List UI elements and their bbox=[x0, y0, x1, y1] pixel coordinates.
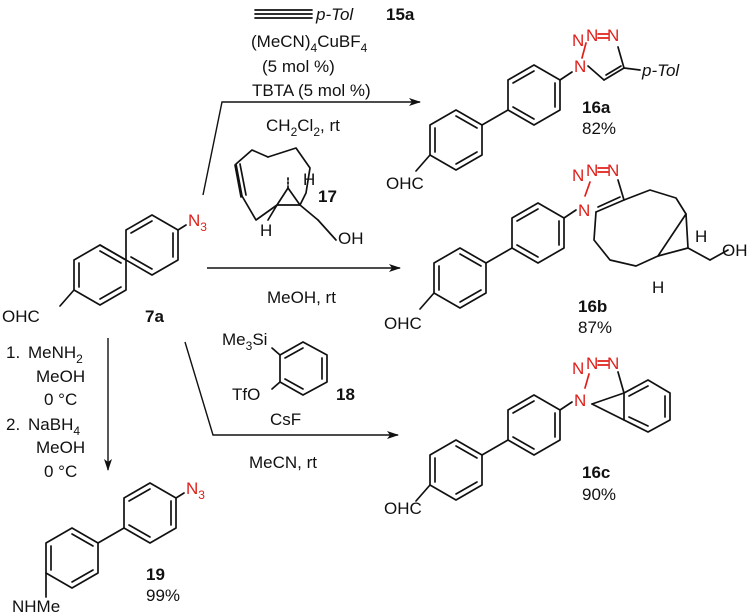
arrow-to-16c bbox=[184, 341, 399, 439]
azide-atom-19: N3 bbox=[186, 479, 205, 502]
azide-atom-7a: N3 bbox=[188, 211, 207, 234]
product-16c-structure bbox=[415, 360, 671, 502]
yield-16c: 90% bbox=[582, 485, 616, 504]
alkyne-substituent: p-Tol bbox=[315, 5, 354, 24]
triazole-n1-16a: N bbox=[574, 57, 586, 76]
triazole-n3a-16c: N bbox=[586, 354, 598, 373]
compound-label-18: 18 bbox=[336, 385, 355, 404]
yield-16b: 87% bbox=[578, 318, 612, 337]
triazole-n2-16b: N bbox=[572, 166, 584, 185]
triazole-n3b-16a: N bbox=[607, 26, 619, 45]
triazole-n3a-16a: N bbox=[586, 26, 598, 45]
substituent-16a: p-Tol bbox=[641, 61, 680, 80]
triazole-n3b-16b: N bbox=[607, 161, 619, 180]
arrow-to-16a bbox=[202, 98, 421, 196]
aryne-precursor-18-structure bbox=[271, 341, 328, 396]
catalyst-loading: (5 mol %) bbox=[262, 57, 335, 76]
product-19-structure bbox=[45, 482, 185, 598]
conditions-16a: CH2Cl2, rt bbox=[266, 116, 340, 139]
yield-19: 99% bbox=[146, 586, 180, 605]
hydroxyl-17: OH bbox=[338, 229, 364, 248]
compound-label-15a: 15a bbox=[386, 5, 415, 24]
triazole-n3a-16b: N bbox=[586, 161, 598, 180]
compound-label-17: 17 bbox=[318, 187, 337, 206]
compound-label-16c: 16c bbox=[582, 463, 610, 482]
ligand-tbta: TBTA (5 mol %) bbox=[252, 81, 371, 100]
aldehyde-label-16a: OHC bbox=[386, 174, 424, 193]
copper-catalyst: (MeCN)4CuBF4 bbox=[251, 32, 368, 55]
compound-label-19: 19 bbox=[146, 565, 165, 584]
hydroxyl-16b: OH bbox=[722, 241, 748, 260]
triazole-n2-16a: N bbox=[572, 31, 584, 50]
hydrogen-16b-top: H bbox=[695, 227, 707, 246]
triflate-group: TfO bbox=[232, 385, 260, 404]
compound-7a-structure bbox=[59, 214, 187, 307]
cyclooctyne-17-structure bbox=[234, 147, 337, 241]
compound-label-7a: 7a bbox=[145, 307, 164, 326]
compound-label-16a: 16a bbox=[582, 98, 611, 117]
step2-number: 2. bbox=[6, 415, 20, 434]
triazole-n1-16c: N bbox=[574, 391, 586, 410]
product-16b-structure bbox=[419, 167, 729, 310]
hydrogen-16b-bottom: H bbox=[652, 278, 664, 297]
aldehyde-label-7a: OHC bbox=[2, 307, 40, 326]
trimethylsilyl-group: Me3Si bbox=[222, 330, 267, 353]
yield-16a: 82% bbox=[582, 119, 616, 138]
step1-reagent: MeNH2 bbox=[28, 343, 83, 366]
step1-temperature: 0 °C bbox=[44, 390, 77, 409]
alkyne-15a-structure bbox=[254, 9, 313, 19]
step1-number: 1. bbox=[6, 343, 20, 362]
step2-temperature: 0 °C bbox=[44, 462, 77, 481]
conditions-16b: MeOH, rt bbox=[267, 288, 336, 307]
triazole-n3b-16c: N bbox=[607, 354, 619, 373]
triazole-n1-16b: N bbox=[578, 201, 590, 220]
conditions-16c: MeCN, rt bbox=[249, 453, 317, 472]
amine-label-19: NHMe bbox=[12, 597, 60, 616]
step1-solvent: MeOH bbox=[36, 367, 85, 386]
step2-solvent: MeOH bbox=[36, 438, 85, 457]
triazole-n2-16c: N bbox=[572, 359, 584, 378]
hydrogen-17-top: H bbox=[303, 170, 315, 189]
aldehyde-label-16b: OHC bbox=[384, 314, 422, 333]
compound-label-16b: 16b bbox=[578, 297, 607, 316]
aldehyde-label-16c: OHC bbox=[384, 499, 422, 518]
fluoride-source: CsF bbox=[270, 410, 301, 429]
step2-reagent: NaBH4 bbox=[28, 415, 80, 438]
product-16a-structure bbox=[415, 33, 641, 172]
hydrogen-17-bottom: H bbox=[260, 221, 272, 240]
